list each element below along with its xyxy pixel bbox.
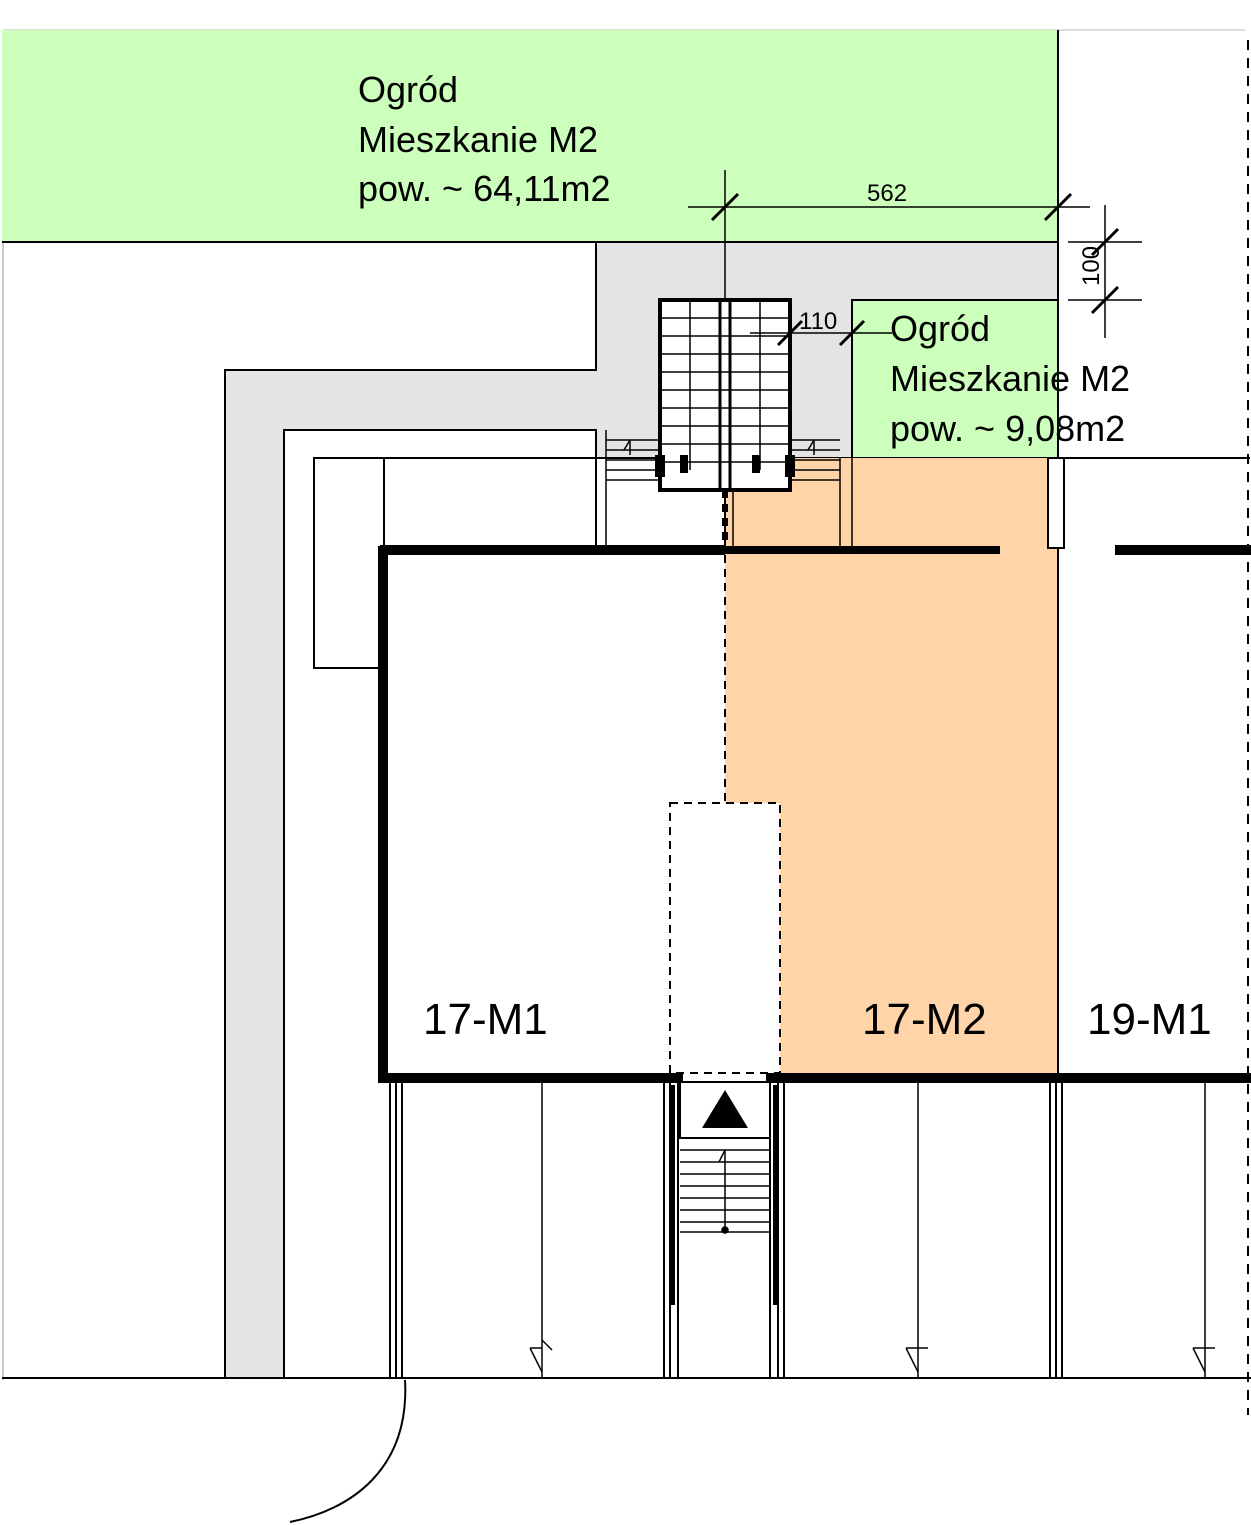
garden-stairs	[655, 298, 795, 492]
garden-large-unit: Mieszkanie M2	[358, 119, 598, 160]
garden-small-area: pow. ~ 9,08m2	[890, 408, 1125, 449]
unit-label-right: 19-M1	[1087, 995, 1212, 1044]
terrace-wall-right	[1047, 457, 1065, 549]
dimension-100	[1068, 205, 1142, 338]
dimension-100-label: 100	[1078, 246, 1105, 286]
dimension-110	[750, 300, 892, 347]
garden-small-area	[851, 299, 1059, 459]
lower-wall-marks	[671, 1085, 777, 1305]
terrace-steps-right	[790, 439, 840, 481]
stairwell-outline	[669, 802, 781, 1074]
dimension-562-label: 562	[867, 180, 907, 207]
triangle-up-icon	[702, 1090, 748, 1128]
garden-small-unit: Mieszkanie M2	[890, 358, 1130, 399]
garden-large-area: pow. ~ 64,11m2	[358, 168, 611, 209]
dimension-562	[688, 170, 1090, 300]
garden-large-title: Ogród	[358, 69, 458, 110]
lower-stalls	[529, 1082, 1215, 1378]
lower-walls	[389, 1082, 1063, 1378]
unit-m2-area	[725, 458, 1058, 1078]
unit-label-left: 17-M1	[423, 995, 548, 1044]
unit-label-middle: 17-M2	[862, 995, 987, 1044]
garden-small-title: Ogród	[890, 308, 990, 349]
gate-swing-arc	[289, 1379, 407, 1523]
terrace-left-outline	[313, 457, 385, 669]
terrace-steps-left	[606, 439, 660, 481]
dimension-110-label: 110	[799, 308, 837, 335]
